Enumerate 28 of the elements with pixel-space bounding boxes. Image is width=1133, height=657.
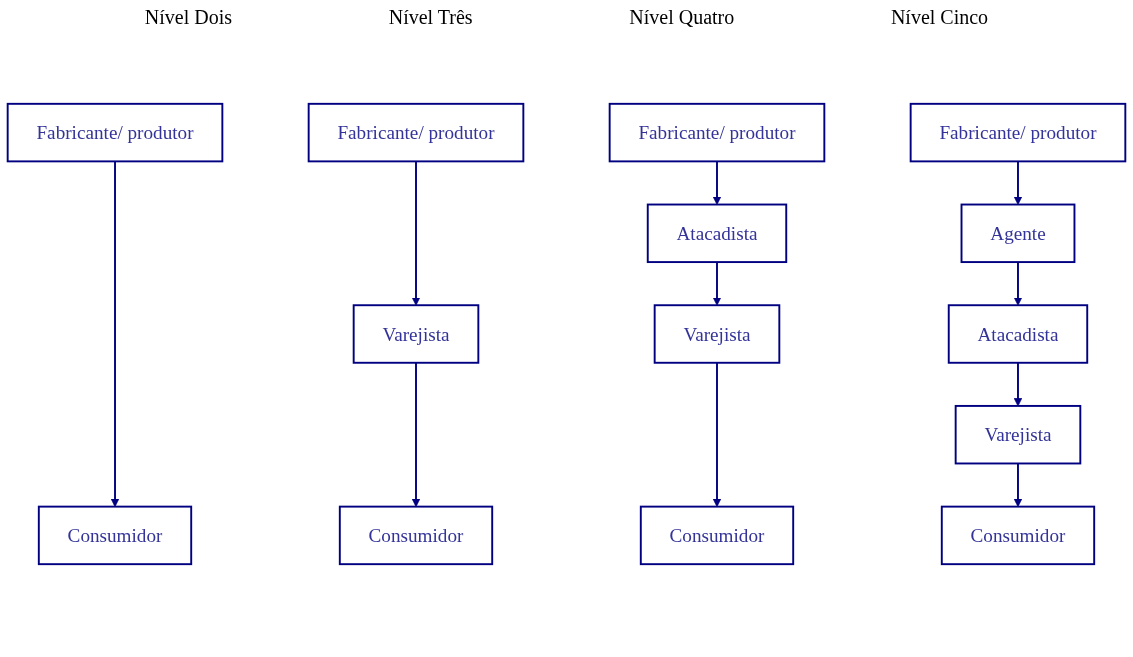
node-box: Agente xyxy=(960,203,1076,264)
column-heading: Nível Dois xyxy=(144,6,233,29)
node-box: Varejista xyxy=(352,304,480,364)
column-heading: Nível Três xyxy=(388,6,473,29)
node-box: Fabricante/ produtor xyxy=(909,102,1127,163)
column-heading: Nível Cinco xyxy=(890,6,989,29)
arrow xyxy=(411,361,421,507)
node-box: Fabricante/ produtor xyxy=(6,102,224,163)
arrow xyxy=(411,160,421,306)
arrow xyxy=(712,361,722,507)
arrow xyxy=(712,261,722,306)
node-box: Fabricante/ produtor xyxy=(307,102,525,163)
node-box: Varejista xyxy=(954,404,1082,465)
node-box: Varejista xyxy=(653,304,781,364)
column-heading: Nível Quatro xyxy=(629,6,735,29)
arrow xyxy=(1013,160,1023,205)
node-box: Consumidor xyxy=(639,505,795,566)
arrow xyxy=(712,160,722,205)
node-box: Consumidor xyxy=(338,505,494,566)
node-box: Consumidor xyxy=(940,505,1096,566)
node-box: Atacadista xyxy=(646,203,788,264)
node-box: Consumidor xyxy=(37,505,193,566)
arrow xyxy=(1013,462,1023,507)
node-box: Atacadista xyxy=(947,304,1089,364)
node-box: Fabricante/ produtor xyxy=(608,102,826,163)
arrow xyxy=(110,160,120,507)
arrow xyxy=(1013,361,1023,407)
arrow xyxy=(1013,261,1023,306)
